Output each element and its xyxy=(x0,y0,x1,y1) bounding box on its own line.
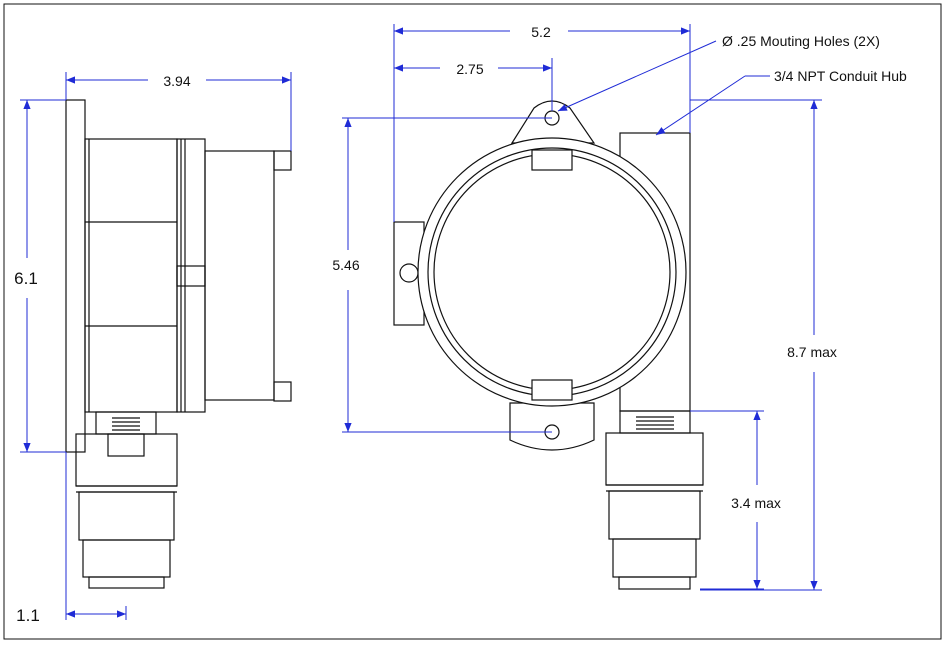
front-view-dimensions xyxy=(342,24,822,591)
front-view xyxy=(393,100,704,590)
conduit-hub-callout: 3/4 NPT Conduit Hub xyxy=(774,68,907,84)
front-top-ear xyxy=(510,100,596,144)
front-housing-outer xyxy=(417,137,687,407)
side-conduit-hub xyxy=(204,150,275,401)
front-overall-width-label: 5.2 xyxy=(531,24,551,40)
side-view-dimensions xyxy=(20,72,292,620)
side-view xyxy=(65,99,292,589)
mounting-holes-callout: Ø .25 Mouting Holes (2X) xyxy=(722,33,880,49)
front-sensor-height-label: 3.4 max xyxy=(731,495,781,511)
front-bottom-ear xyxy=(509,402,595,451)
front-hole-spacing-label: 5.46 xyxy=(332,257,359,273)
side-offset-label: 1.1 xyxy=(16,606,40,625)
front-hole-offset-label: 2.75 xyxy=(456,61,483,77)
front-overall-height-label: 8.7 max xyxy=(787,344,837,360)
side-width-label: 3.94 xyxy=(163,73,190,89)
side-height-label: 6.1 xyxy=(14,269,38,288)
